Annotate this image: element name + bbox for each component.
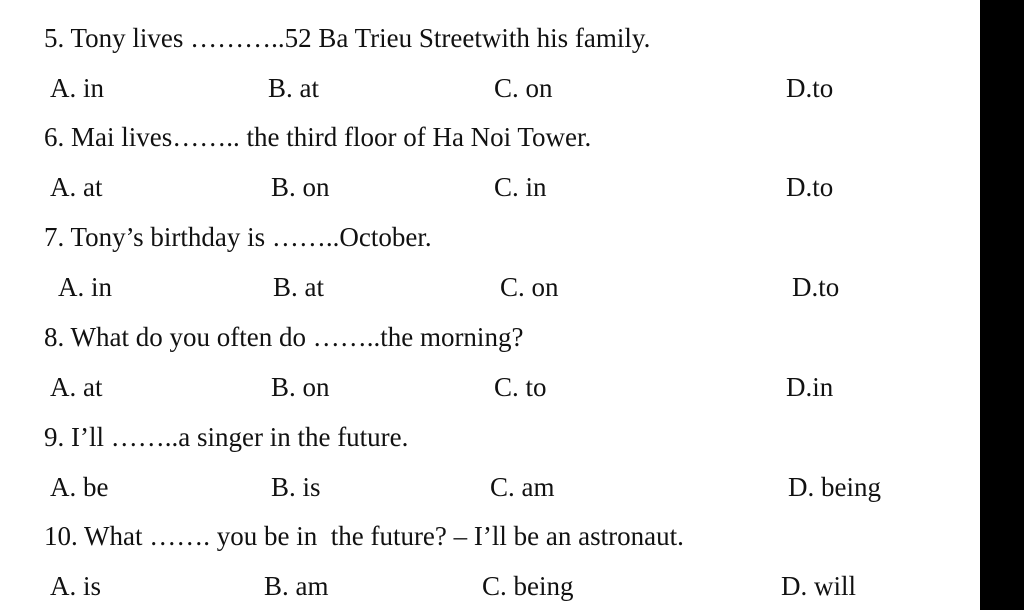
question-10-option-d: D. will [781,571,857,601]
question-5-option-b: B. at [268,73,319,103]
question-9-text: 9. I’ll ……..a singer in the future. [44,422,409,452]
question-6-option-a: A. at [50,172,103,202]
question-6-text: 6. Mai lives…….. the third floor of Ha N… [44,122,592,152]
right-edge-black-bar [980,0,1024,610]
question-8-option-a: A. at [50,372,103,402]
question-10-option-b: B. am [264,571,329,601]
question-10-option-a: A. is [50,571,102,601]
question-7-option-a: A. in [58,272,112,302]
question-7-option-d: D.to [792,272,840,302]
question-6-option-d: D.to [786,172,834,202]
question-8-text: 8. What do you often do ……..the morning? [44,322,524,352]
question-9-option-a: A. be [50,472,109,502]
question-5-option-c: C. on [494,73,553,103]
question-8-option-b: B. on [271,372,330,402]
question-7-option-c: C. on [500,272,559,302]
question-7-option-b: B. at [273,272,324,302]
question-6-option-b: B. on [271,172,330,202]
question-8-option-d: D.in [786,372,834,402]
question-8-option-c: C. to [494,372,547,402]
question-7-text: 7. Tony’s birthday is ……..October. [44,222,432,252]
question-10-text: 10. What ……. you be in the future? – I’l… [44,521,684,551]
question-5-option-a: A. in [50,73,104,103]
question-9-option-d: D. being [788,472,881,502]
question-9-option-b: B. is [271,472,321,502]
question-5-option-d: D.to [786,73,834,103]
question-5-text: 5. Tony lives ………..52 Ba Trieu Streetwit… [44,23,651,53]
question-9-option-c: C. am [490,472,555,502]
question-10-option-c: C. being [482,571,574,601]
question-6-option-c: C. in [494,172,547,202]
